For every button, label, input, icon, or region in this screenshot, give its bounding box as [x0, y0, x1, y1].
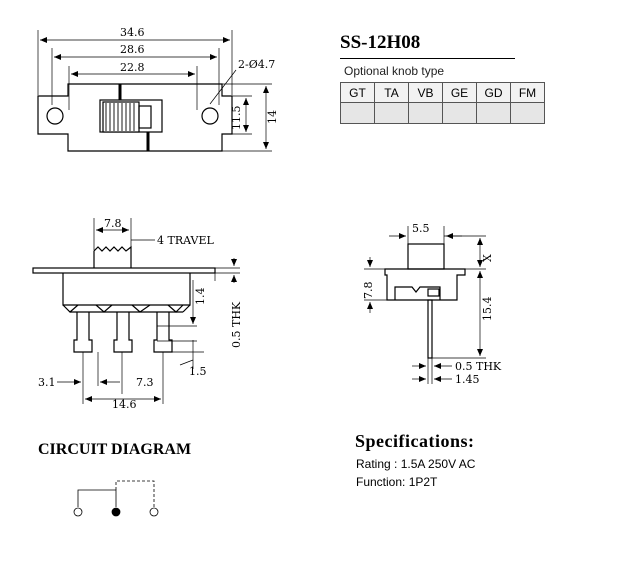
top-view — [37, 30, 272, 152]
part-number-title: SS-12H08 — [340, 32, 421, 53]
spec-function: Function: 1P2T — [356, 475, 438, 489]
dim-travel: 4 TRAVEL — [157, 234, 214, 247]
knob-type-table: GT TA VB GE GD FM — [340, 82, 545, 124]
knob-image-cell — [510, 102, 545, 124]
dim-thickness: 0.5 THK — [230, 301, 243, 348]
knob-type-cell: GE — [442, 82, 477, 103]
dim-side-body: 7.8 — [362, 282, 375, 300]
knob-image-cell — [340, 102, 375, 124]
circuit-diagram — [73, 480, 159, 517]
dim-outer-height: 14 — [266, 110, 279, 124]
knob-type-cell: FM — [510, 82, 545, 103]
knob-type-cell: VB — [408, 82, 443, 103]
dim-leg-width: 1.45 — [455, 373, 480, 386]
dim-side-height: 15.4 — [481, 297, 494, 322]
dim-inner-height: 11.5 — [230, 106, 243, 131]
dim-knob-width: 7.8 — [104, 217, 122, 230]
knob-type-cell: GT — [340, 82, 375, 103]
knob-image-cell — [476, 102, 511, 124]
dim-span: 14.6 — [112, 398, 137, 411]
spec-rating: Rating : 1.5A 250V AC — [356, 457, 476, 471]
knob-image-cell — [374, 102, 409, 124]
knob-image-cell — [442, 102, 477, 124]
dim-hole-diameter: 2-Ø4.7 — [238, 58, 275, 71]
knob-type-cell: TA — [374, 82, 409, 103]
knob-type-label: Optional knob type — [344, 64, 445, 78]
knob-image-cell — [408, 102, 443, 124]
dim-side-knob-width: 5.5 — [412, 222, 430, 235]
knob-type-header-row: GT TA VB GE GD FM — [340, 82, 545, 103]
circuit-diagram-title: CIRCUIT DIAGRAM — [38, 441, 192, 458]
dim-side-thickness: 0.5 THK — [455, 360, 502, 373]
knob-image-row — [340, 102, 545, 124]
knob-type-cell: GD — [476, 82, 511, 103]
dim-left-offset: 3.1 — [38, 376, 56, 389]
dim-x: X — [481, 254, 494, 262]
front-view — [32, 218, 240, 404]
side-view — [364, 226, 486, 384]
specifications-title: Specifications: — [355, 431, 475, 451]
dim-pin-length: 1.4 — [194, 288, 207, 306]
dim-middle-width: 28.6 — [120, 43, 145, 56]
dim-pin-gap: 1.5 — [189, 365, 207, 378]
dim-inner-width: 22.8 — [120, 61, 145, 74]
dim-pitch: 7.3 — [136, 376, 154, 389]
dim-overall-width: 34.6 — [120, 26, 145, 39]
title-underline — [340, 58, 515, 59]
